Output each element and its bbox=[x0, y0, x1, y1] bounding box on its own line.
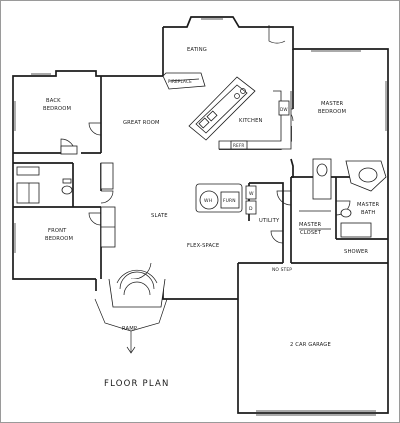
label-washer: W bbox=[249, 191, 254, 197]
utility-fixtures bbox=[195, 183, 257, 215]
room-labels: EATING FIREPLACE BACK BEDROOM GREAT ROOM… bbox=[43, 47, 380, 348]
bedroom-closets bbox=[100, 162, 116, 248]
label-utility: UTILITY bbox=[259, 218, 280, 224]
label-eating: EATING bbox=[187, 47, 207, 53]
label-back-bedroom-1: BACK bbox=[46, 98, 61, 104]
label-front-bedroom-1: FRONT bbox=[48, 228, 67, 234]
label-front-bedroom-2: BEDROOM bbox=[45, 236, 73, 242]
label-dryer: D bbox=[249, 206, 253, 212]
hall-bath-fixtures bbox=[16, 145, 78, 204]
label-flex-space: FLEX-SPACE bbox=[187, 243, 219, 249]
label-master-closet-2: CLOSET bbox=[300, 230, 322, 236]
label-no-step: NO STEP bbox=[272, 267, 292, 273]
windows bbox=[14, 18, 387, 253]
label-master-bedroom-2: BEDROOM bbox=[318, 109, 346, 115]
kitchen-island bbox=[188, 76, 256, 141]
drawing-title: FLOOR PLAN bbox=[104, 379, 170, 389]
label-ramp: RAMP bbox=[122, 326, 137, 332]
master-bath-fixtures bbox=[299, 158, 387, 238]
fixture-labels: REFR DW WH FURN W D bbox=[204, 107, 288, 212]
label-master-bedroom-1: MASTER bbox=[321, 101, 344, 107]
garage-door bbox=[256, 410, 376, 416]
fireplace bbox=[162, 72, 206, 90]
label-furnace: FURN bbox=[223, 198, 236, 204]
label-great-room: GREAT ROOM bbox=[123, 120, 160, 126]
label-refrigerator: REFR bbox=[233, 143, 244, 148]
label-garage: 2 CAR GARAGE bbox=[290, 342, 331, 348]
label-water-heater: WH bbox=[204, 198, 212, 204]
label-master-bath-2: BATH bbox=[361, 210, 375, 216]
kitchen-counters bbox=[218, 90, 292, 150]
entry-porch bbox=[94, 269, 168, 354]
label-slate: SLATE bbox=[151, 213, 168, 219]
label-shower: SHOWER bbox=[344, 249, 368, 255]
label-master-bath-1: MASTER bbox=[357, 202, 380, 208]
label-master-closet-1: MASTER bbox=[299, 222, 322, 228]
label-fireplace: FIREPLACE bbox=[168, 79, 192, 84]
label-dw: DW bbox=[280, 107, 288, 112]
label-back-bedroom-2: BEDROOM bbox=[43, 106, 71, 112]
label-kitchen: KITCHEN bbox=[239, 118, 263, 124]
